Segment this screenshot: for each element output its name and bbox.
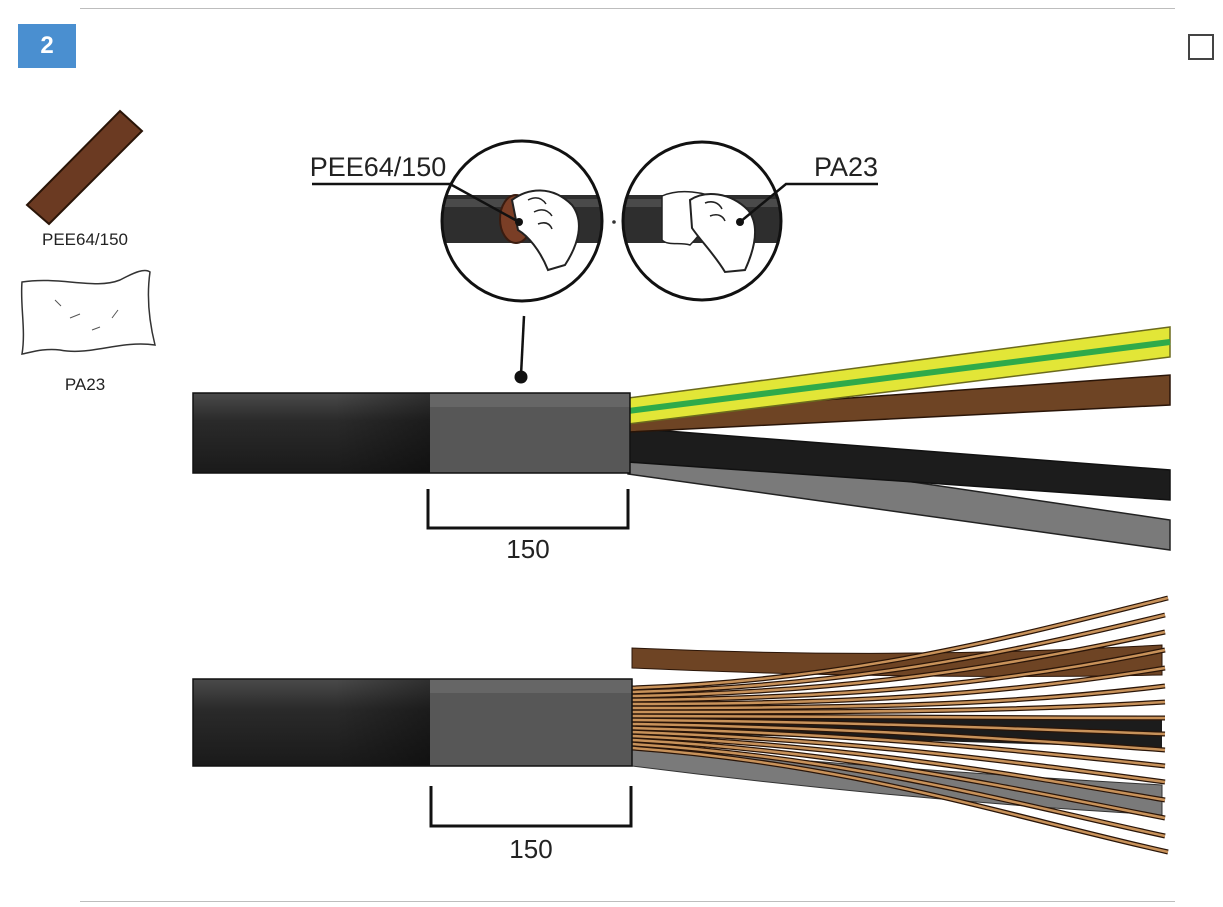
top-cable-jacket xyxy=(192,392,631,474)
cleaning-detail xyxy=(621,140,783,302)
callout-label-tissue: PA23 xyxy=(814,152,878,182)
material-label-tissue: PA23 xyxy=(64,375,106,394)
callout-label-tape: PEE64/150 xyxy=(310,152,447,182)
top-cable-conductors xyxy=(627,326,1171,551)
bottom-dimension-value: 150 xyxy=(509,834,552,864)
tape-roll-icon xyxy=(25,109,144,226)
material-label-tape: PEE64/150 xyxy=(41,230,128,249)
bottom-cable-jacket xyxy=(192,678,633,767)
bottom-cable-strands xyxy=(631,595,1169,855)
step-done-checkbox[interactable] xyxy=(1188,34,1214,60)
tape-application-detail xyxy=(440,139,604,303)
callout-leaders xyxy=(312,182,878,376)
bottom-divider xyxy=(80,901,1175,902)
bottom-dimension-bracket xyxy=(429,786,633,828)
cleaning-tissue-icon xyxy=(20,269,156,355)
step-number-badge: 2 xyxy=(18,24,76,68)
top-dimension-bracket xyxy=(426,489,630,530)
tape-position-marker xyxy=(514,370,528,384)
top-dimension-value: 150 xyxy=(506,534,549,564)
separator-dot xyxy=(612,220,616,224)
top-divider xyxy=(80,8,1175,9)
